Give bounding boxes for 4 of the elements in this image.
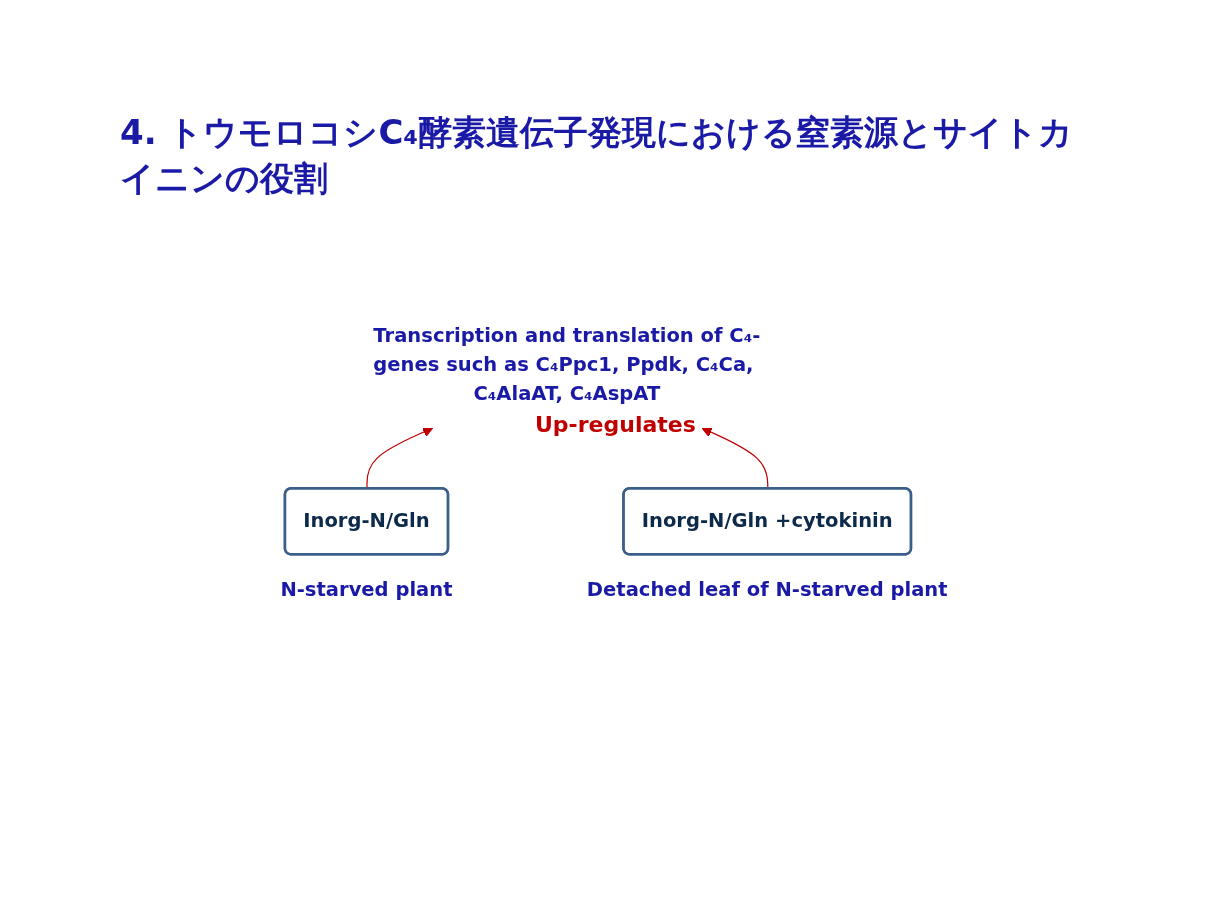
title: 4. トウモロコシC₄酵素遺伝子発現における窒素源とサイトカイニンの役割	[120, 111, 1075, 200]
node-text: Transcription and translation of C₄-genes such as C₄Ppc1, Ppdk, C₄Ca, C₄AlaAT, C₄AspAT	[372, 323, 760, 406]
node-label: N-starved plant	[279, 577, 453, 601]
node-label: Detached leaf of N-starved plant	[586, 577, 948, 601]
